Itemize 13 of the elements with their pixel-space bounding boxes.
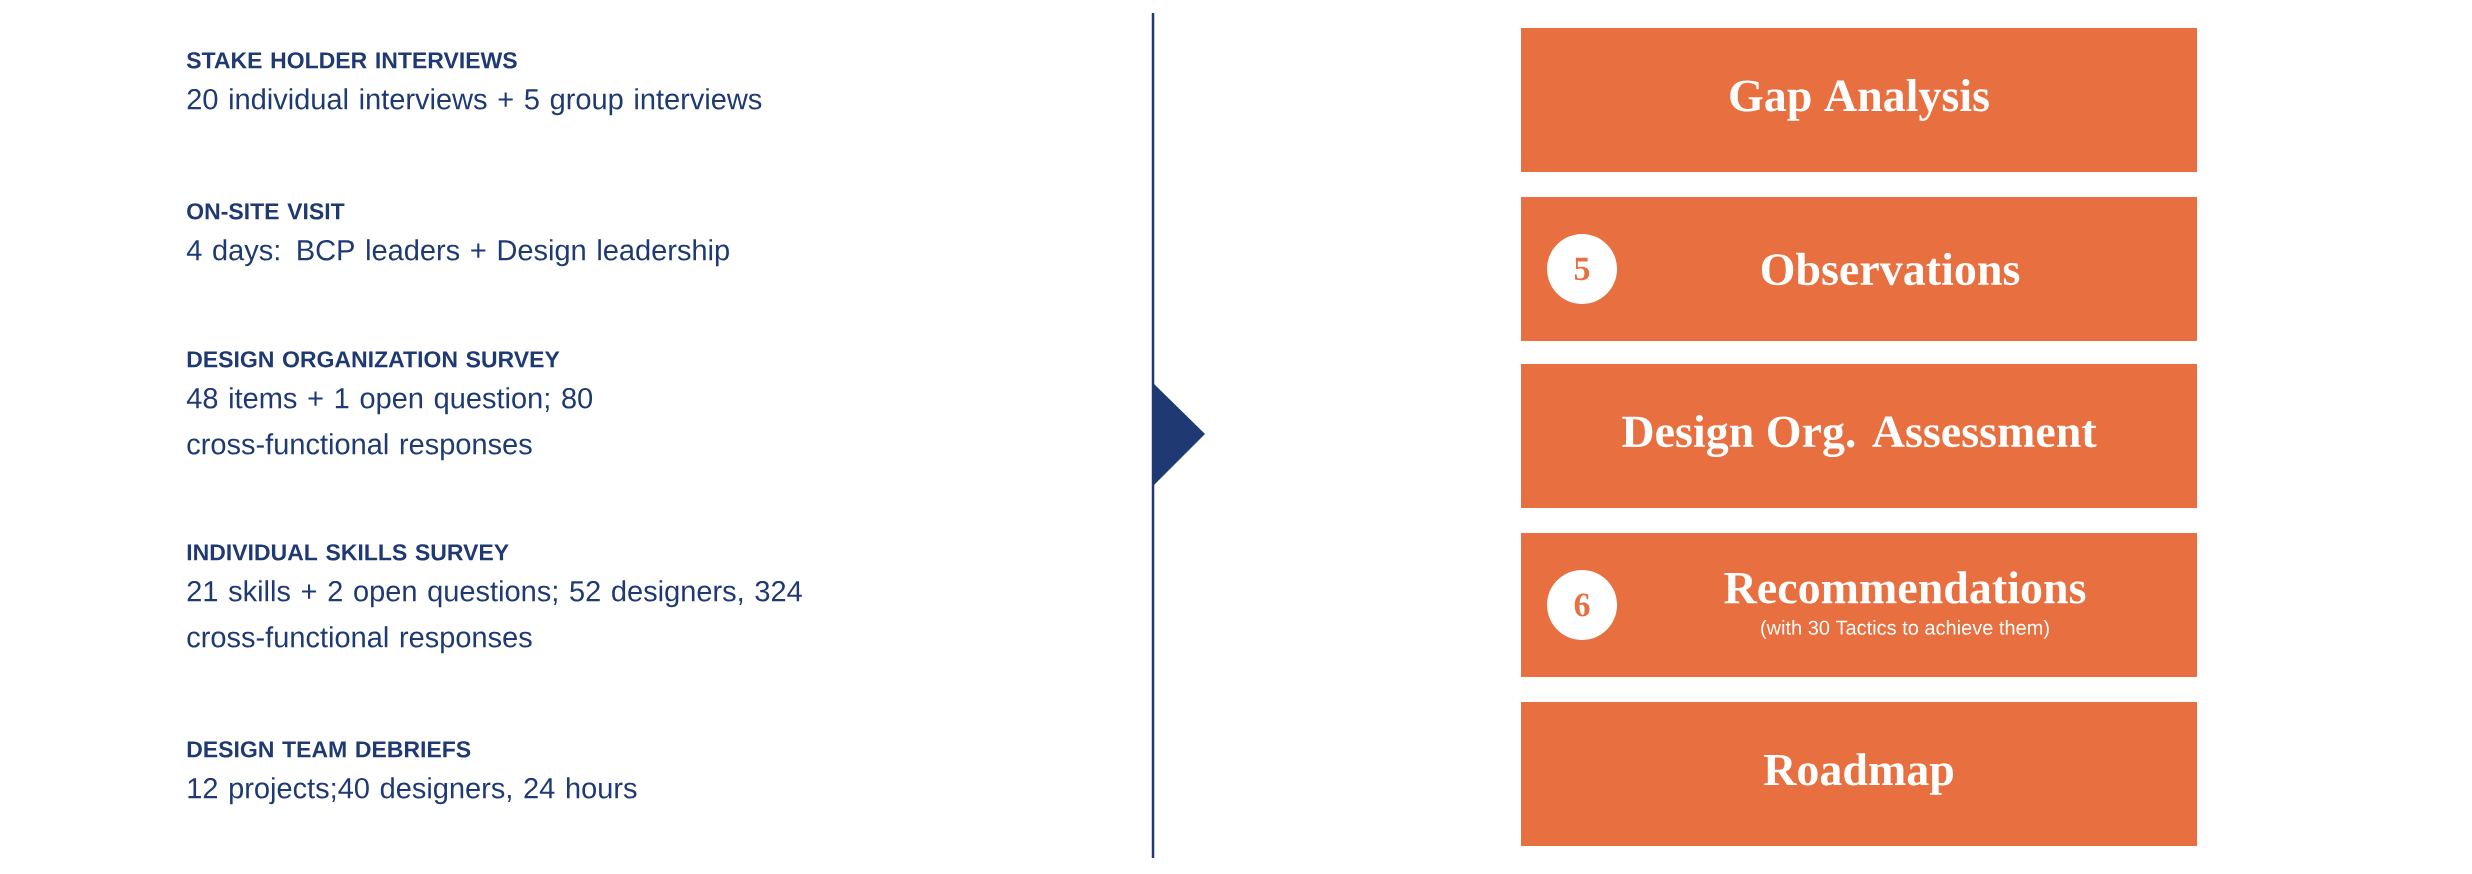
description-text: 4 days: BCP leaders + Design leadership	[186, 239, 729, 267]
section-heading: ON-SITE VISIT	[187, 203, 345, 220]
section-heading: STAKE HOLDER INTERVIEWS	[186, 52, 517, 69]
section-heading: INDIVIDUAL SKILLS SURVEY	[187, 544, 509, 561]
description-text: 48 items + 1 open question; 80 cross-functional responses	[186, 387, 593, 461]
description-text: 21 skills + 2 open questions; 52 designers, 324 cross-functional responses	[187, 580, 802, 654]
section-heading: DESIGN TEAM DEBRIEFS	[187, 741, 471, 758]
step-box: Gap Analysis	[1521, 28, 2197, 172]
description-text: 12 projects;40 designers, 24 hours	[188, 777, 637, 805]
section-heading: DESIGN ORGANIZATION SURVEY	[187, 351, 560, 368]
description-text: 20 individual interviews + 5 group interviews	[187, 88, 762, 116]
step-box: Design Org. Assessment	[1521, 364, 2197, 508]
step-box: Roadmap	[1521, 702, 2197, 846]
